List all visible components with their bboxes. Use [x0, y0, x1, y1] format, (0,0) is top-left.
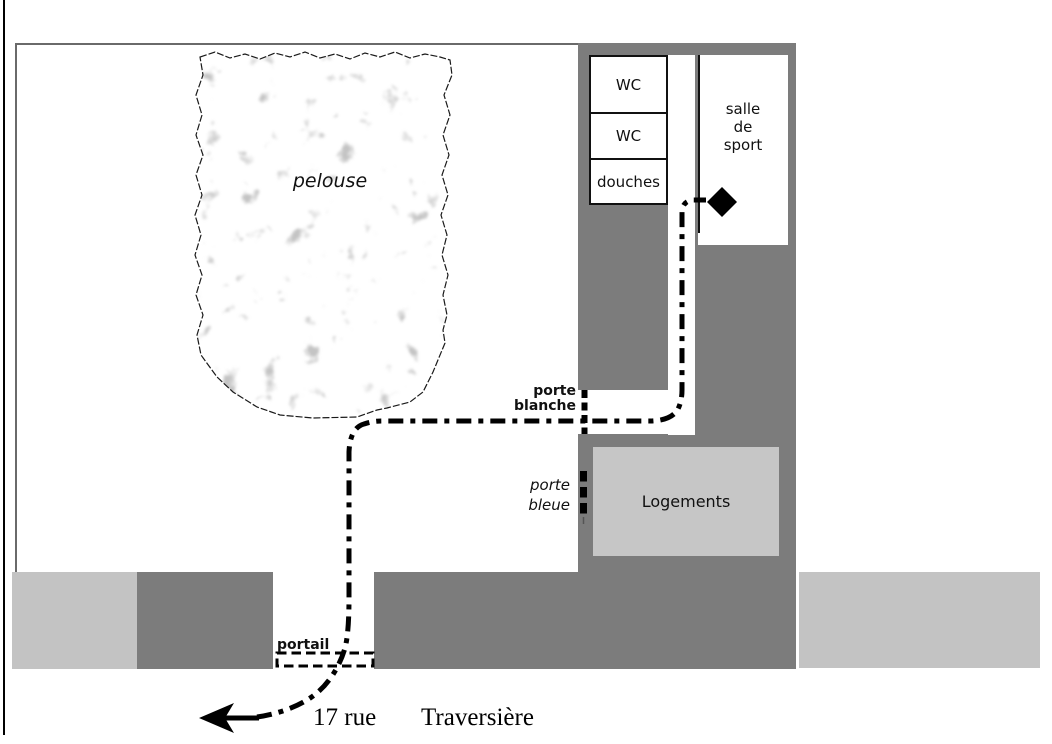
porte-bleue-label: porte bleue [498, 475, 570, 515]
wc-room-top: WC [589, 55, 668, 114]
street-address-label: 17 rue [313, 704, 377, 731]
portail-gate-marker [275, 651, 375, 668]
diamond-marker-icon [707, 187, 737, 217]
wc-top-label: WC [615, 75, 642, 94]
porte-blanche-line1: porte [533, 383, 576, 399]
page-left-edge-line [3, 0, 5, 735]
salle-de-sport-room [698, 55, 788, 245]
portail-label: portail [277, 637, 330, 653]
left-arrowhead-icon [199, 703, 234, 733]
porte-blanche-label: porte blanche [488, 384, 576, 414]
porte-blanche-line2: blanche [514, 398, 576, 414]
corridor-porte-blanche [578, 390, 695, 434]
site-border-left [15, 43, 17, 572]
salle-de-sport-label: salle de sport [698, 100, 788, 154]
building-strip-mid [374, 572, 578, 669]
wc-middle-label: WC [615, 127, 642, 145]
pavement-light-left [12, 572, 137, 669]
route-path [256, 197, 706, 720]
pelouse-area [194, 51, 453, 419]
salle-line3: sport [723, 136, 763, 154]
douches-room: douches [589, 158, 668, 205]
salle-line2: de [733, 118, 753, 136]
pelouse-texture [195, 52, 452, 418]
douches-label: douches [596, 172, 660, 191]
logements-building: Logements [593, 447, 779, 556]
porte-bleue-line1: porte [530, 476, 570, 494]
building-strip-left [137, 572, 273, 669]
porte-bleue-line2: bleue [528, 496, 570, 514]
pelouse-torn-outline [194, 51, 453, 419]
street-name-label: Traversière [421, 704, 534, 731]
pavement-light-right [799, 572, 1040, 668]
site-border-top [15, 43, 578, 45]
wc-room-middle: WC [589, 112, 668, 160]
logements-label: Logements [641, 492, 731, 511]
pelouse-label: pelouse [292, 170, 368, 192]
salle-line1: salle [725, 100, 761, 118]
